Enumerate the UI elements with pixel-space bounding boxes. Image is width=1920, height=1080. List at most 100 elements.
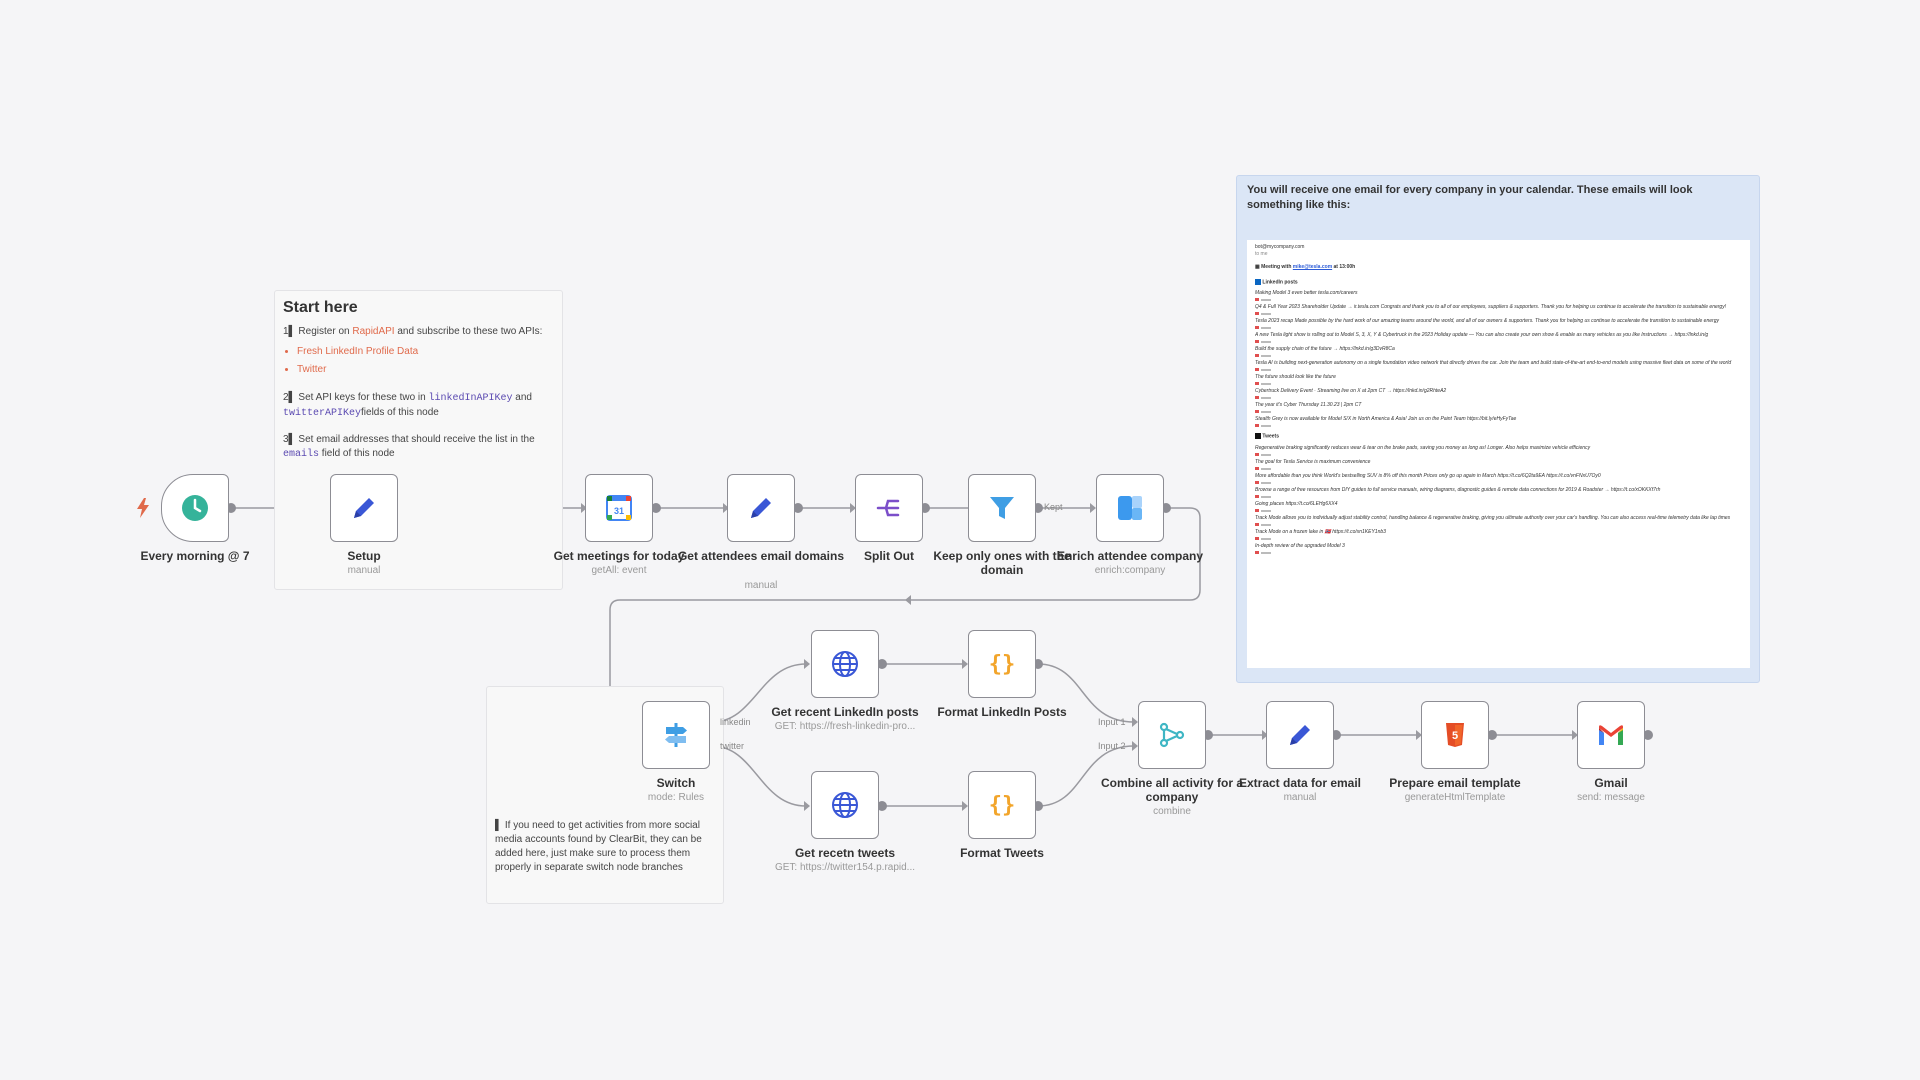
email-tweet-text: Browse a range of free resources from DI… — [1255, 486, 1661, 493]
svg-text:{}: {} — [989, 652, 1016, 677]
connection-switch-twitter — [711, 745, 807, 807]
node-switch[interactable] — [642, 701, 710, 769]
rapidapi-link[interactable]: RapidAPI — [352, 326, 395, 337]
node-switch-label: Switch — [656, 776, 696, 790]
wire-label-input2: Input 2 — [1098, 741, 1126, 751]
sticky-title: Start here — [283, 299, 358, 316]
reaction-counts — [1255, 480, 1742, 484]
email-tweets-heading: Tweets — [1255, 433, 1742, 440]
fresh-linkedin-link[interactable]: Fresh LinkedIn Profile Data — [297, 345, 554, 359]
node-gmail-sub: send: message — [1577, 792, 1645, 803]
reaction-counts — [1255, 367, 1742, 372]
reaction-counts — [1255, 452, 1742, 456]
node-extract[interactable] — [1266, 701, 1334, 769]
email-to: to me — [1255, 251, 1268, 257]
switch-icon — [665, 723, 687, 747]
node-filter[interactable] — [968, 474, 1036, 542]
svg-text:31: 31 — [614, 506, 624, 516]
x-icon — [1255, 433, 1261, 440]
email-tweet-text: Track Mode on a frozen lake in 🇳🇴 https:… — [1255, 528, 1386, 535]
node-tweets[interactable] — [811, 771, 879, 839]
trigger-bolt-icon — [137, 498, 149, 518]
node-prepare-template[interactable]: 5 — [1421, 701, 1489, 769]
reaction-counts — [1255, 522, 1742, 526]
node-split-out[interactable] — [855, 474, 923, 542]
pencil-icon — [751, 498, 771, 518]
node-get-meetings[interactable]: 31 — [585, 474, 653, 542]
email-tweet-text: Regenerative braking significantly reduc… — [1255, 444, 1591, 451]
email-linkedin-post-text: Cybertruck Delivery Event · Streaming li… — [1255, 388, 1447, 395]
pencil-icon — [1290, 725, 1310, 745]
wire-label-input1: Input 1 — [1098, 717, 1126, 727]
calendar-icon: ▦ — [1255, 264, 1262, 270]
email-linkedin-post-text: Stealth Grey is now available for Model … — [1255, 416, 1517, 423]
email-linkedin-post-text: Build the supply chain of the future → h… — [1255, 346, 1395, 353]
sticky-note-email-preview[interactable]: You will receive one email for every com… — [1236, 175, 1760, 683]
email-tweets-list: Regenerative braking significantly reduc… — [1255, 445, 1742, 554]
reaction-counts — [1255, 297, 1742, 302]
google-calendar-icon: 31 — [606, 495, 632, 521]
switch-note-text: ▌ If you need to get activities from mor… — [495, 820, 702, 873]
node-get-meetings-label: Get meetings for today — [553, 549, 685, 563]
node-linkedin-posts[interactable] — [811, 630, 879, 698]
email-preview-title: You will receive one email for every com… — [1247, 184, 1693, 211]
node-tweets-label: Get recetn tweets — [794, 846, 896, 860]
linkedin-icon — [1255, 279, 1261, 285]
email-linkedin-post: Cybertruck Delivery Event · Streaming li… — [1255, 388, 1742, 400]
svg-text:5: 5 — [1452, 730, 1458, 742]
email-linkedin-post: A new Tesla light show is rolling out to… — [1255, 332, 1742, 344]
email-linkedin-post-text: Tesla 2023 recap Made possible by the ha… — [1255, 318, 1719, 325]
code-braces-icon: {} — [989, 652, 1016, 677]
node-linkedin-posts-label: Get recent LinkedIn posts — [771, 705, 919, 719]
email-linkedin-post: Build the supply chain of the future → h… — [1255, 346, 1742, 358]
node-setup[interactable] — [330, 474, 398, 542]
connection-formattweets-combine — [1037, 745, 1135, 807]
reaction-counts — [1255, 353, 1742, 358]
email-linkedin-post-text: The future should look like the future — [1255, 374, 1336, 381]
node-get-attendees[interactable] — [727, 474, 795, 542]
node-combine-sub: combine — [1153, 806, 1191, 817]
node-combine[interactable] — [1138, 701, 1206, 769]
sticky-note-start-here[interactable]: Start here 1▌ Register on RapidAPI and s… — [274, 290, 563, 590]
node-tweets-sub: GET: https://twitter154.p.rapid... — [774, 862, 916, 873]
node-prepare-template-sub: generateHtmlTemplate — [1404, 792, 1506, 803]
email-linkedin-post: Tesla 2023 recap Made possible by the ha… — [1255, 318, 1742, 330]
email-linkedin-post-text: The year it's Cyber Thursday 11.30.23 | … — [1255, 402, 1362, 409]
node-enrich-label: Enrich attendee company — [1056, 549, 1204, 563]
reaction-counts — [1255, 423, 1742, 428]
email-tweet: In-depth review of the upgraded Model 3 — [1255, 543, 1742, 554]
email-tweet-text: In-depth review of the upgraded Model 3 — [1255, 542, 1345, 549]
node-format-linkedin[interactable]: {} — [968, 630, 1036, 698]
email-linkedin-post: The future should look like the future — [1255, 374, 1742, 386]
node-enrich[interactable] — [1096, 474, 1164, 542]
step-2: 2▌ Set API keys for these two in linkedI… — [283, 392, 532, 419]
email-meeting-line: ▦ Meeting with mike@tesla.com at 13:00h — [1255, 264, 1356, 270]
email-tweet: Going places https://t.co/6LEHg6XX4 — [1255, 501, 1742, 512]
twitter-link[interactable]: Twitter — [297, 363, 554, 377]
email-linkedin-post: Making Model 3 even better tesla.com/car… — [1255, 290, 1742, 302]
globe-icon — [832, 651, 858, 677]
node-every-morning-label: Every morning @ 7 — [140, 549, 250, 563]
email-tweet-text: More affordable than you think World's b… — [1255, 472, 1601, 479]
node-split-out-label: Split Out — [864, 549, 914, 563]
email-tweet: Track Mode on a frozen lake in 🇳🇴 https:… — [1255, 529, 1742, 540]
email-tweet: Browse a range of free resources from DI… — [1255, 487, 1742, 498]
reaction-counts — [1255, 311, 1742, 316]
email-linkedin-post-text: Making Model 3 even better tesla.com/car… — [1255, 290, 1358, 297]
gmail-icon — [1599, 725, 1623, 745]
node-gmail[interactable] — [1577, 701, 1645, 769]
html5-icon: 5 — [1446, 723, 1464, 747]
reaction-counts — [1255, 508, 1742, 512]
connection-formatlinkedin-combine — [1037, 663, 1135, 723]
globe-icon — [832, 792, 858, 818]
email-linkedin-post-text: Q4 & Full Year 2023 Shareholder Update →… — [1255, 304, 1727, 311]
node-every-morning[interactable] — [161, 474, 229, 542]
reaction-counts — [1255, 550, 1742, 554]
node-format-tweets[interactable]: {} — [968, 771, 1036, 839]
reaction-counts — [1255, 325, 1742, 330]
merge-icon — [1159, 722, 1185, 748]
connection-switch-linkedin — [711, 663, 807, 723]
node-combine-label: Combine all activity for a company — [1100, 776, 1244, 804]
clock-icon — [182, 495, 208, 521]
